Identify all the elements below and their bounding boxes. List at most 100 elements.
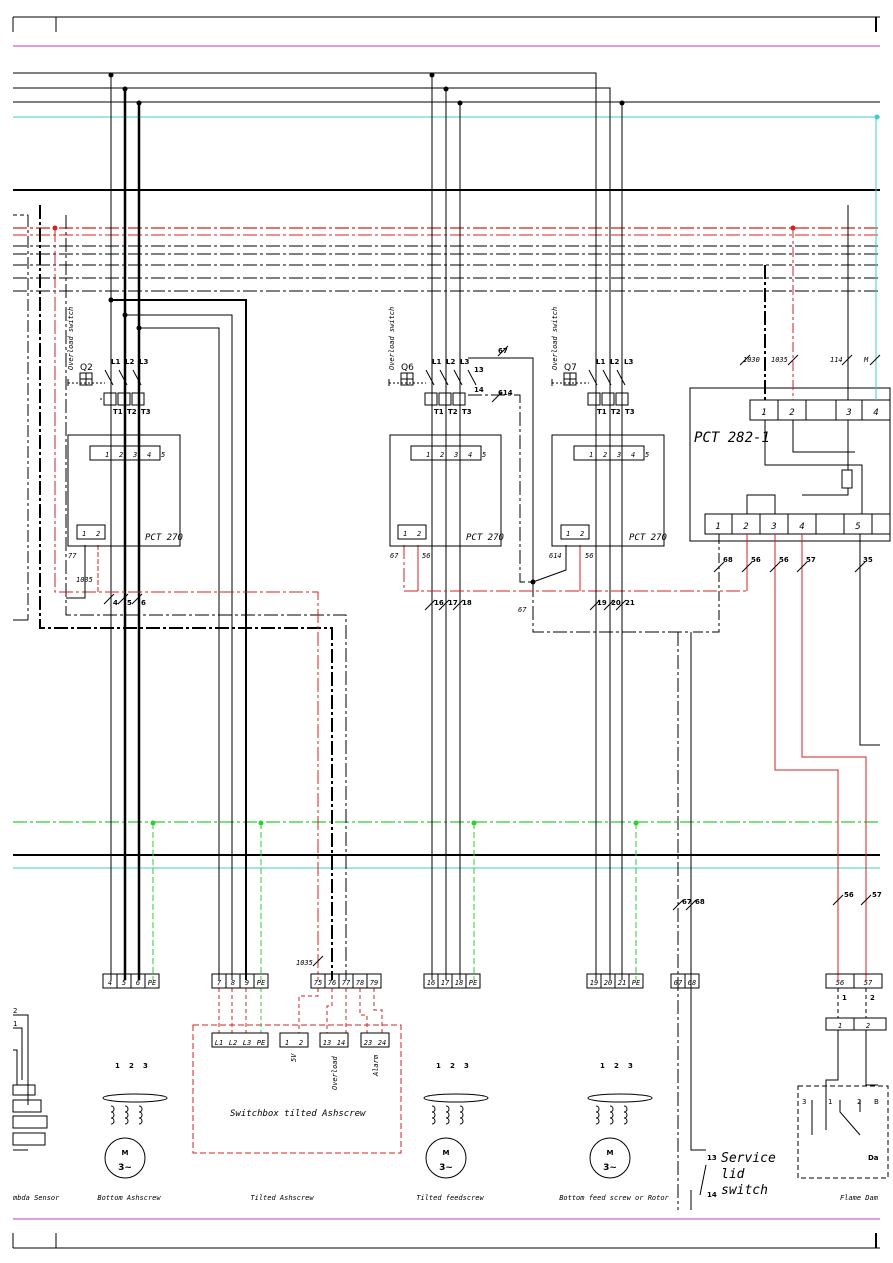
pole-label-l: L1 [596, 358, 605, 366]
drive-caption: mbda Sensor [12, 1194, 60, 1202]
bottom-feed-wiring [532, 73, 637, 980]
pct282-bottom-terminal: 1 [715, 522, 720, 532]
tilted-feedscrew-wiring [403, 75, 747, 980]
relay-terminal: 3 [132, 451, 137, 459]
relay-terminal: 4 [468, 451, 472, 459]
switchbox-terminal: 2 [299, 1039, 303, 1047]
terminal-block-tilted-aux-label: 77 [342, 979, 351, 987]
motor-symbol [423, 1093, 489, 1179]
pct282-top-terminal: 2 [789, 408, 794, 418]
cable-ellipse [423, 1093, 489, 1103]
overload-label-q7: Overload switch [551, 307, 559, 370]
flame-damper-text: Da [868, 1154, 879, 1162]
motor-phase: 3~ [439, 1163, 453, 1173]
terminal-block-label: PE [469, 979, 478, 987]
switch-q2 [67, 369, 181, 547]
pct282-wire-label-top: M [863, 356, 869, 364]
pct282-bottom-terminal: 5 [855, 522, 860, 532]
switchbox-terminal: 13 [323, 1039, 331, 1047]
pole-label-l: L3 [624, 358, 633, 366]
switchbox-title: Switchbox tilted Ashscrew [230, 1109, 366, 1119]
flame-damper-small-wire: 2 [870, 994, 875, 1002]
relay-terminal: 2 [119, 451, 123, 459]
pct282-bottom-terminal: 2 [743, 522, 748, 532]
q6-aux-wire-top: 67 [498, 347, 508, 355]
relay-label-q7: PCT 270 [629, 533, 667, 543]
terminal-block-label: PE [632, 979, 641, 987]
coil-winding [623, 1105, 628, 1125]
service-lid-wire: 67 [682, 898, 692, 906]
motor-phase: 3~ [603, 1163, 617, 1173]
flame-damper-text: B [874, 1098, 879, 1106]
aux-wire-label: 77 [68, 552, 77, 560]
wire-number: 19 [597, 599, 607, 607]
switchbox-tilted-ashscrew [192, 955, 402, 1154]
switchbox-terminal: 14 [337, 1039, 345, 1047]
service-lid-wiring [672, 632, 707, 1210]
service-lid-wire: 68 [695, 898, 705, 906]
motor-circle [104, 1137, 146, 1179]
motor-phase: 3~ [118, 1163, 132, 1173]
pct282-top-terminal: 3 [845, 408, 851, 418]
relay-label-q6: PCT 270 [466, 533, 504, 543]
pole-label-t: T2 [127, 408, 137, 416]
motor-wire-label: 3 [143, 1062, 148, 1070]
pole-label-l: L2 [446, 358, 455, 366]
wire-number: 18 [462, 599, 472, 607]
relay-terminal: 3 [616, 451, 621, 459]
aux-terminal: 1 [566, 530, 570, 538]
switchbox-terminal: 1 [285, 1039, 289, 1047]
pct282-wire-label-bottom: 57 [806, 556, 816, 564]
pct282-bottom-terminal: 4 [799, 522, 804, 532]
coil-winding [459, 1105, 464, 1125]
pct282-wire-label-bottom: 56 [751, 556, 761, 564]
service-lid-label-word: Service [721, 1151, 776, 1166]
terminal-block-service-cell [684, 973, 700, 989]
motor-letter: M [607, 1149, 614, 1157]
switch-code-q2: Q2 [80, 363, 93, 373]
pct282-wire-label-top: 1035 [771, 356, 788, 364]
pole-label-l: L2 [125, 358, 134, 366]
terminal-block-label: 17 [441, 979, 450, 987]
service-lid-contact: 13 [707, 1154, 717, 1162]
terminal-block-tilted-label: 7 [217, 979, 222, 987]
coil-winding [609, 1105, 614, 1125]
bottom-ashscrew-wiring [39, 75, 347, 980]
relay-terminal: 2 [603, 451, 607, 459]
motor-wire-label: 1 [436, 1062, 441, 1070]
pole-label-t: T2 [611, 408, 621, 416]
flame-damper-wire: 56 [844, 891, 854, 899]
motor-letter: M [443, 1149, 450, 1157]
pct282-wire-label-bottom: 68 [723, 556, 733, 564]
aux-terminal: 1 [82, 530, 86, 538]
pole-label-t: T1 [434, 408, 444, 416]
switch-code-q6: Q6 [401, 363, 414, 373]
page-frame [12, 16, 880, 1249]
terminal-block-tilted-label: 8 [231, 979, 235, 987]
wire-number: 6 [141, 599, 146, 607]
lambda-sensor [12, 1014, 48, 1151]
wire-number: 17 [448, 599, 458, 607]
pole-label-t: T1 [597, 408, 607, 416]
terminal-block-cell [628, 973, 644, 989]
motor-letter: M [122, 1149, 129, 1157]
coil-winding [138, 1105, 143, 1125]
coil-winding [445, 1105, 450, 1125]
motor-wire-label: 2 [129, 1062, 134, 1070]
pole-label-l: L3 [460, 358, 469, 366]
flame-damper-wiring [797, 894, 889, 1179]
terminal-block-tilted-aux-label: 79 [370, 979, 378, 987]
terminal-block-label: 5 [122, 979, 126, 987]
pct282-wire-label-top: 114 [830, 356, 843, 364]
terminal-block-cell [465, 973, 481, 989]
pole-label-l: L2 [610, 358, 619, 366]
coil-winding [110, 1105, 115, 1125]
terminal-block-tilted-cell [253, 973, 269, 989]
switch-code-q7: Q7 [564, 363, 577, 373]
drive-caption: Tilted Ashscrew [250, 1194, 314, 1202]
pole-label-t: T3 [625, 408, 635, 416]
coil-winding [124, 1105, 129, 1125]
pct282-top-terminal: 1 [761, 408, 766, 418]
terminal-block-label: 6 [136, 979, 140, 987]
